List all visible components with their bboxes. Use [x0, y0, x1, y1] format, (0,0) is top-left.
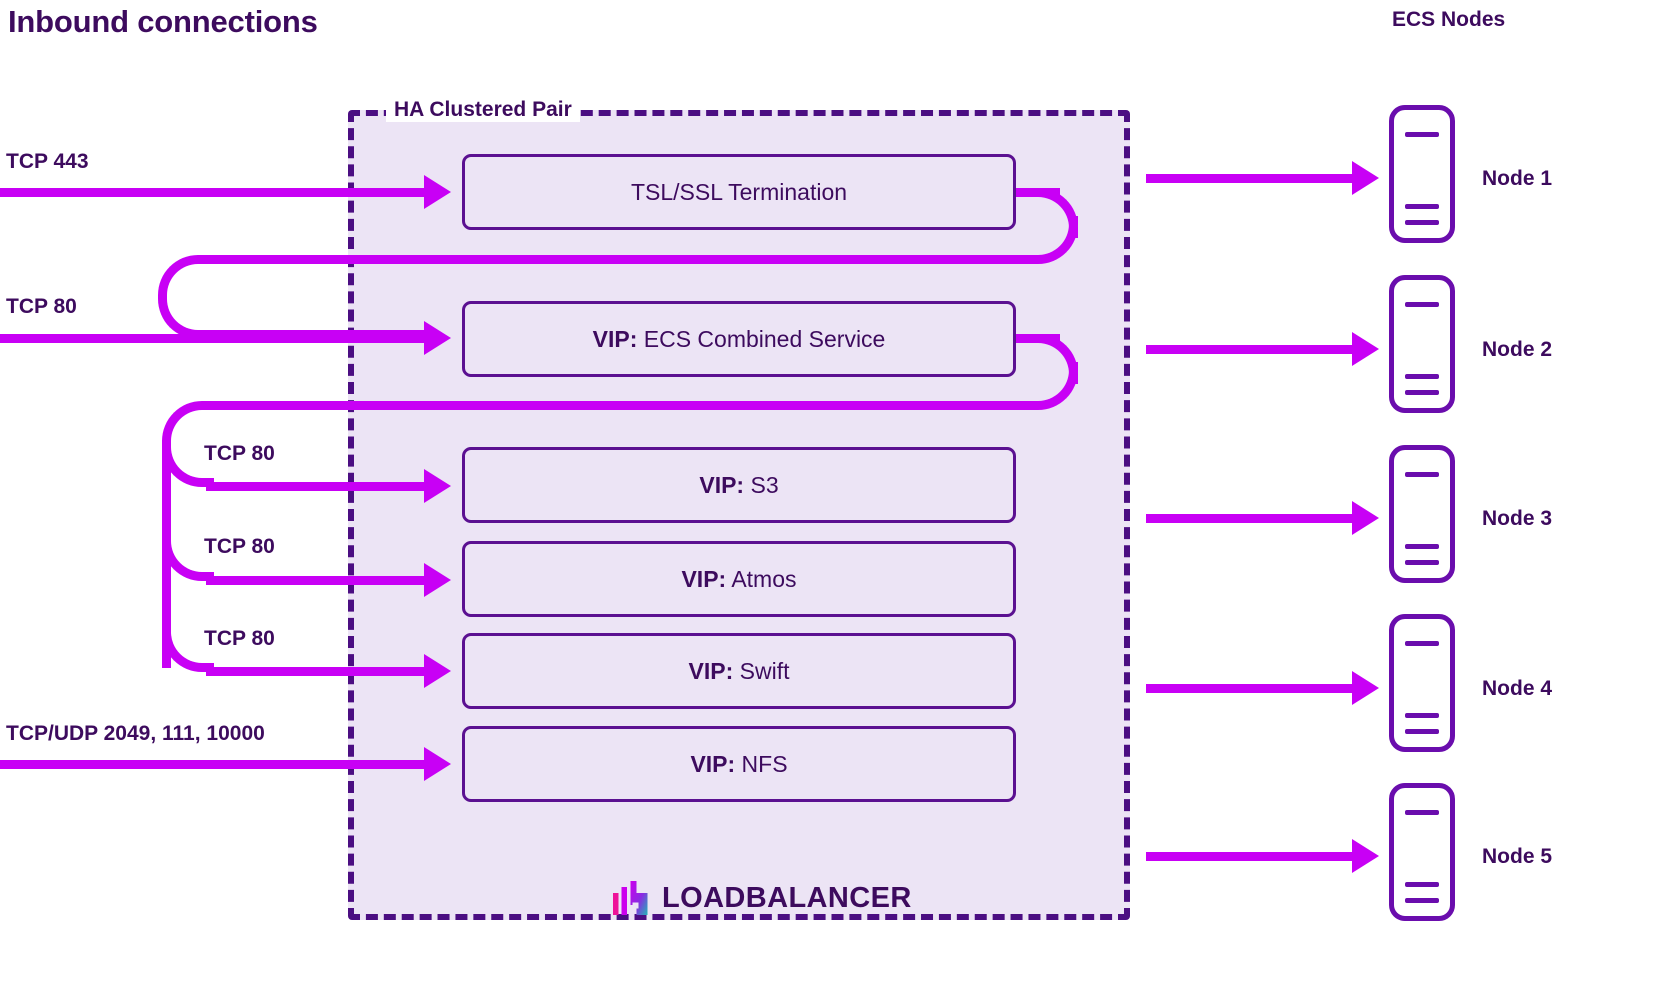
loop1-corner-top-left: [158, 255, 208, 299]
node-line-top: [1405, 472, 1439, 477]
page-title: Inbound connections: [8, 4, 318, 39]
loop1-return-segment: [198, 255, 1034, 264]
ecs-node-label-4: Node 4: [1482, 677, 1553, 700]
loop2-return-segment: [206, 401, 1034, 410]
loop2-corner-top-left: [162, 401, 214, 447]
service-box-nfs-label: VIP: NFS: [690, 751, 787, 778]
branch-swift-corner: [162, 626, 214, 672]
ecs-node-icon-4[interactable]: [1389, 614, 1455, 752]
service-box-ssl-termination-label: TSL/SSL Termination: [630, 178, 848, 205]
inbound-label-nfs-ports: TCP/UDP 2049, 111, 10000: [6, 722, 265, 745]
loop2-corner-top-right: [1030, 334, 1078, 382]
connector-lb-to-node-1: [1146, 174, 1368, 183]
ecs-node-icon-5[interactable]: [1389, 783, 1455, 921]
service-box-atmos[interactable]: VIP: Atmos: [462, 541, 1016, 617]
branch-atmos-corner: [162, 535, 214, 581]
service-box-swift-label: VIP: Swift: [689, 658, 790, 685]
connector-tcp80-to-swift: [206, 667, 438, 676]
vip-name: S3: [744, 471, 779, 498]
ecs-nodes-column-title: ECS Nodes: [1392, 8, 1506, 31]
node-line-bottom: [1405, 560, 1439, 565]
node-line-mid: [1405, 544, 1439, 549]
ecs-node-icon-3[interactable]: [1389, 445, 1455, 583]
node-line-bottom: [1405, 390, 1439, 395]
connector-lb-to-node-3: [1146, 514, 1368, 523]
loadbalancer-logo: LOADBALANCER: [612, 880, 912, 916]
arrowhead-combined-input: [424, 321, 451, 355]
service-box-swift[interactable]: VIP: Swift: [462, 633, 1016, 709]
node-line-top: [1405, 132, 1439, 137]
loop2-corner-bottom-right: [1030, 362, 1078, 410]
node-line-top: [1405, 641, 1439, 646]
ha-clustered-pair-label: HA Clustered Pair: [386, 98, 580, 122]
arrowhead-node-1: [1352, 161, 1379, 195]
node-line-bottom: [1405, 898, 1439, 903]
arrowhead-node-3: [1352, 501, 1379, 535]
service-box-s3[interactable]: VIP: S3: [462, 447, 1016, 523]
service-box-s3-label: VIP: S3: [699, 472, 778, 499]
ecs-node-icon-2[interactable]: [1389, 275, 1455, 413]
vip-name: Atmos: [726, 565, 797, 592]
branch-s3-corner: [162, 441, 214, 487]
service-box-ecs-combined-service[interactable]: VIP: ECS Combined Service: [462, 301, 1016, 377]
arrowhead-atmos-input: [424, 563, 451, 597]
connector-tcp80-to-s3: [206, 482, 438, 491]
node-line-bottom: [1405, 729, 1439, 734]
ecs-node-icon-1[interactable]: [1389, 105, 1455, 243]
inbound-label-tcp-80-atmos: TCP 80: [204, 535, 275, 558]
vip-prefix: VIP:: [690, 750, 736, 777]
node-line-top: [1405, 302, 1439, 307]
node-line-bottom: [1405, 220, 1439, 225]
service-box-atmos-label: VIP: Atmos: [681, 566, 796, 593]
ecs-node-label-5: Node 5: [1482, 845, 1553, 868]
node-line-mid: [1405, 204, 1439, 209]
connector-lb-to-node-5: [1146, 852, 1368, 861]
service-box-nfs[interactable]: VIP: NFS: [462, 726, 1016, 802]
vip-name: Swift: [733, 657, 790, 684]
connector-tcp80-to-atmos: [206, 576, 438, 585]
vip-prefix: VIP:: [681, 565, 727, 592]
ecs-node-label-2: Node 2: [1482, 338, 1553, 361]
ecs-node-label-3: Node 3: [1482, 507, 1553, 530]
arrowhead-node-5: [1352, 839, 1379, 873]
inbound-label-tcp-80-swift: TCP 80: [204, 627, 275, 650]
vip-prefix: VIP:: [592, 325, 638, 352]
node-line-mid: [1405, 882, 1439, 887]
inbound-label-tcp-80-s3: TCP 80: [204, 442, 275, 465]
arrowhead-swift-input: [424, 654, 451, 688]
arrowhead-s3-input: [424, 469, 451, 503]
connector-nfs-to-vip-nfs: [0, 760, 438, 769]
bar-chart-logo-icon: [612, 880, 648, 916]
vip-prefix: VIP:: [688, 657, 734, 684]
connector-tcp443-to-ssl: [0, 188, 430, 197]
loop1-corner-top-right: [1030, 188, 1078, 236]
loadbalancer-wordmark: LOADBALANCER: [662, 881, 912, 914]
vip-prefix: VIP:: [699, 471, 745, 498]
arrowhead-nfs-input: [424, 747, 451, 781]
node-line-top: [1405, 810, 1439, 815]
arrowhead-ssl-input: [424, 175, 451, 209]
service-box-ssl-termination[interactable]: TSL/SSL Termination: [462, 154, 1016, 230]
arrowhead-node-4: [1352, 671, 1379, 705]
connector-tcp80-to-combined: [0, 334, 430, 343]
inbound-label-tcp-443: TCP 443: [6, 150, 89, 173]
vip-name: ECS Combined Service: [637, 325, 886, 352]
service-box-ecs-combined-service-label: VIP: ECS Combined Service: [593, 326, 886, 353]
node-line-mid: [1405, 713, 1439, 718]
inbound-label-tcp-80-combined: TCP 80: [6, 295, 77, 318]
node-line-mid: [1405, 374, 1439, 379]
arrowhead-node-2: [1352, 332, 1379, 366]
vip-name: NFS: [735, 750, 788, 777]
loop1-corner-bottom-right: [1030, 216, 1078, 264]
connector-lb-to-node-4: [1146, 684, 1368, 693]
ecs-node-label-1: Node 1: [1482, 167, 1553, 190]
connector-lb-to-node-2: [1146, 345, 1368, 354]
